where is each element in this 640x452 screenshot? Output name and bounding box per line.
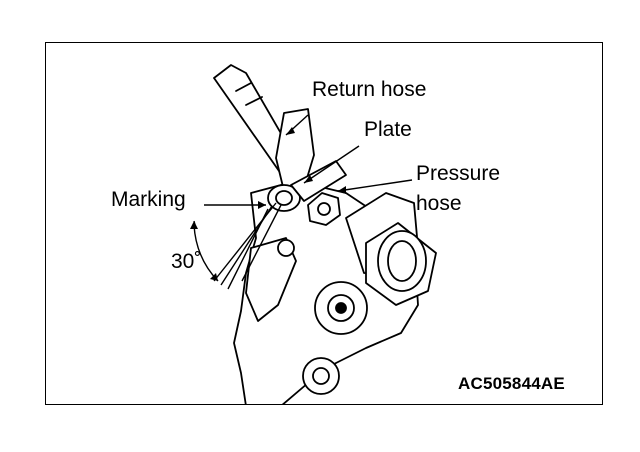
figure-code: AC505844AE: [458, 374, 565, 393]
pump-hose-illustration: [190, 64, 437, 404]
bracket-arm: [245, 237, 297, 322]
pressure-hose-label-line2: hose: [416, 192, 462, 215]
plate-label: Plate: [364, 118, 412, 141]
diagram-frame: Return hose Plate Pressure hose Marking …: [45, 42, 603, 405]
marking-label: Marking: [111, 188, 186, 211]
return-hose-label: Return hose: [312, 78, 427, 101]
angle-label: 30˚: [171, 250, 202, 273]
pressure-hose-label-line1: Pressure: [416, 162, 501, 185]
plate: [290, 160, 347, 202]
